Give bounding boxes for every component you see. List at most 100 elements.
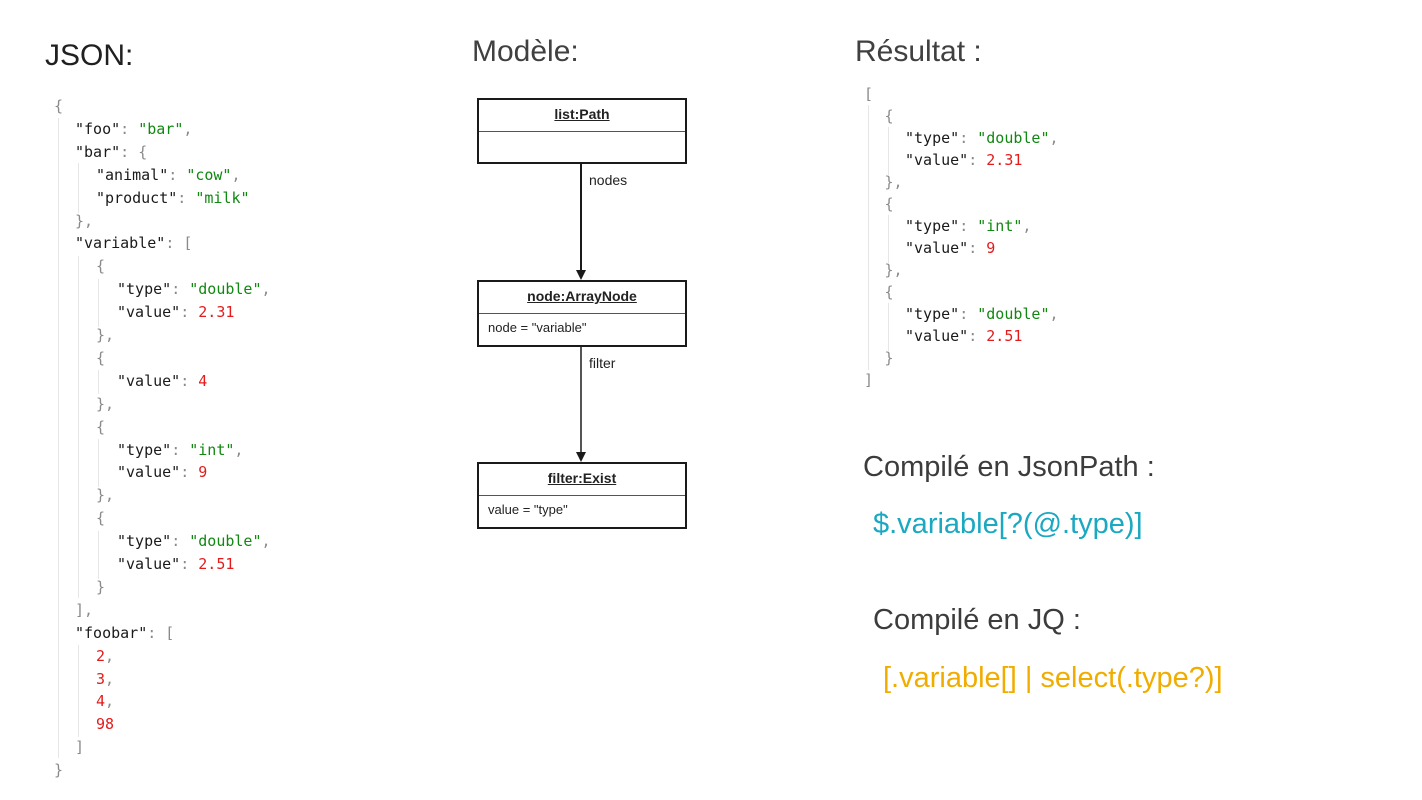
path-object-box: list:Path <box>477 98 687 164</box>
indent-guide <box>98 531 99 579</box>
code-token: { <box>96 417 106 436</box>
jq-label: Compilé en JQ : <box>873 604 1081 636</box>
code-line: { <box>885 282 894 302</box>
code-line: } <box>54 760 63 780</box>
code-token: : <box>120 119 139 138</box>
code-token: 98 <box>96 715 115 734</box>
code-token: : <box>968 151 987 169</box>
result-heading: Résultat : <box>855 35 982 68</box>
code-token: { <box>96 509 106 528</box>
code-token: { <box>884 283 894 301</box>
code-token: "value" <box>905 327 969 345</box>
code-line: "type": "double", <box>905 304 1059 324</box>
code-line: "value": 2.31 <box>117 302 234 322</box>
code-token: , <box>234 440 244 459</box>
code-token: { <box>884 195 894 213</box>
code-token: ] <box>75 738 85 757</box>
code-token: , <box>1049 305 1059 323</box>
code-line: "value": 9 <box>905 238 995 258</box>
indent-guide <box>58 118 59 758</box>
code-token: { <box>884 107 894 125</box>
indent-guide <box>888 215 889 263</box>
code-token: }, <box>96 326 115 344</box>
exist-object-attribute: value = "type" <box>488 502 568 517</box>
code-token: : <box>171 440 190 459</box>
code-token: : <box>177 188 196 207</box>
code-line: "type": "double", <box>117 531 271 551</box>
code-token: }, <box>96 394 115 413</box>
code-token: 2 <box>96 646 106 665</box>
code-token: : [ <box>147 623 175 642</box>
exist-object-box: filter:Exist value = "type" <box>477 462 687 529</box>
code-line: }, <box>96 485 114 505</box>
code-line: "value": 4 <box>117 371 207 391</box>
indent-guide <box>78 645 79 737</box>
indent-guide <box>78 256 79 598</box>
code-token: "value" <box>117 303 181 322</box>
code-token: : <box>959 305 978 323</box>
code-token: }, <box>96 486 115 505</box>
path-object-title: list:Path <box>479 100 685 132</box>
code-line: { <box>885 194 894 214</box>
code-line: ], <box>75 600 93 620</box>
code-token: 9 <box>986 239 996 257</box>
code-line: "foo": "bar", <box>75 119 192 139</box>
code-token: { <box>54 97 64 115</box>
code-token: { <box>96 348 106 367</box>
code-token: } <box>54 761 64 780</box>
code-token: 9 <box>198 463 208 482</box>
code-line: 3, <box>96 669 114 689</box>
code-line: "type": "int", <box>905 216 1031 236</box>
indent-guide <box>888 303 889 351</box>
code-token: : [ <box>165 234 193 253</box>
arraynode-object-title: node:ArrayNode <box>479 282 685 314</box>
code-token: "type" <box>905 129 960 147</box>
indent-guide <box>98 439 99 487</box>
code-line: "value": 2.51 <box>905 326 1022 346</box>
code-token: "value" <box>905 239 969 257</box>
code-line: { <box>54 96 63 116</box>
code-token: , <box>261 532 271 551</box>
code-token: "type" <box>905 305 960 323</box>
code-token: , <box>1022 217 1032 235</box>
code-line: 98 <box>96 714 114 734</box>
code-token: "int" <box>189 440 235 459</box>
indent-guide <box>98 279 99 327</box>
code-line: "foobar": [ <box>75 623 174 643</box>
code-line: 2, <box>96 646 114 666</box>
code-token: "int" <box>977 217 1023 235</box>
code-line: }, <box>96 325 114 345</box>
code-token: "double" <box>189 280 262 299</box>
exist-object-title: filter:Exist <box>479 464 685 496</box>
code-token: 4 <box>198 371 208 390</box>
code-line: "bar": { <box>75 142 147 162</box>
code-token: ], <box>75 600 94 619</box>
code-token: "type" <box>905 217 960 235</box>
code-token: }, <box>884 261 903 279</box>
code-line: }, <box>885 172 903 192</box>
code-token: 3 <box>96 669 106 688</box>
code-token: "value" <box>117 463 181 482</box>
json-code-block: {"foo": "bar","bar": {"animal": "cow","p… <box>0 0 440 800</box>
code-token: : <box>959 217 978 235</box>
code-token: "foo" <box>75 119 121 138</box>
code-token: : { <box>120 142 148 161</box>
code-token: }, <box>884 173 903 191</box>
path-object-body <box>479 132 685 144</box>
arraynode-object-attribute: node = "variable" <box>488 320 587 335</box>
code-line: ] <box>75 737 84 757</box>
indent-guide <box>868 105 869 370</box>
jsonpath-label: Compilé en JsonPath : <box>863 451 1155 483</box>
code-token: , <box>231 165 241 184</box>
code-line: 4, <box>96 691 114 711</box>
code-line: "value": 2.31 <box>905 150 1022 170</box>
code-token: 2.51 <box>198 555 235 573</box>
code-token: : <box>180 463 199 482</box>
code-token: "bar" <box>138 119 184 138</box>
code-token: , <box>105 692 115 711</box>
json-heading: JSON: <box>45 39 134 72</box>
code-token: : <box>171 280 190 299</box>
code-token: , <box>183 119 193 138</box>
code-line: "variable": [ <box>75 233 192 253</box>
indent-guide <box>98 370 99 394</box>
